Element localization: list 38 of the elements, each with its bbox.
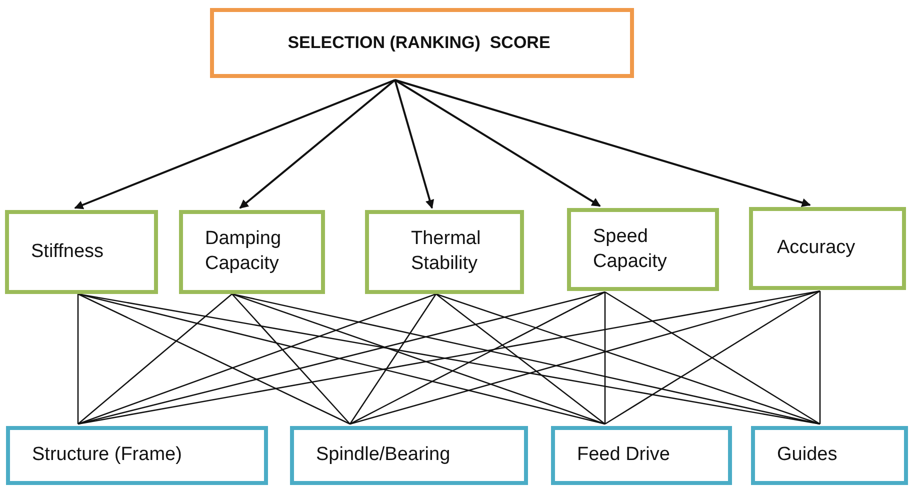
connector-line bbox=[819, 291, 821, 424]
node-label: Accuracy bbox=[777, 236, 856, 260]
arrow bbox=[74, 79, 396, 210]
arrow bbox=[394, 80, 434, 209]
arrow bbox=[394, 79, 811, 207]
connector-line bbox=[78, 293, 350, 425]
node-label: Damping Capacity bbox=[205, 227, 282, 276]
connector-line bbox=[232, 293, 606, 425]
connector-line bbox=[349, 294, 437, 424]
connector-line bbox=[232, 294, 350, 424]
node-label: Structure (Frame) bbox=[32, 443, 182, 468]
criterion-box bbox=[5, 210, 158, 294]
connector-line bbox=[350, 290, 820, 425]
arrow bbox=[239, 79, 396, 209]
node-label: Speed Capacity bbox=[593, 224, 668, 274]
connector-line bbox=[350, 291, 606, 425]
node-label: Stiffness bbox=[31, 240, 104, 264]
connector-line bbox=[436, 293, 606, 425]
component-box bbox=[290, 426, 528, 485]
node-label: Guides bbox=[777, 443, 838, 468]
criterion-box bbox=[567, 208, 719, 291]
component-box bbox=[6, 426, 268, 485]
arrow bbox=[394, 79, 601, 207]
connector-line bbox=[77, 294, 79, 424]
node-label: Thermal Stability bbox=[411, 227, 482, 276]
connector-line bbox=[78, 293, 436, 425]
connector-line bbox=[436, 293, 820, 425]
goal-box bbox=[210, 8, 634, 78]
criterion-box bbox=[365, 210, 524, 294]
component-box bbox=[751, 426, 908, 485]
node-label: Feed Drive bbox=[577, 443, 670, 468]
connector-line bbox=[78, 294, 232, 424]
connector-line bbox=[604, 292, 606, 424]
criterion-box bbox=[749, 207, 906, 290]
component-box bbox=[551, 426, 732, 485]
node-label: Spindle/Bearing bbox=[316, 443, 450, 468]
node-label: SELECTION (RANKING) SCORE bbox=[288, 32, 550, 54]
criterion-box bbox=[179, 210, 325, 294]
